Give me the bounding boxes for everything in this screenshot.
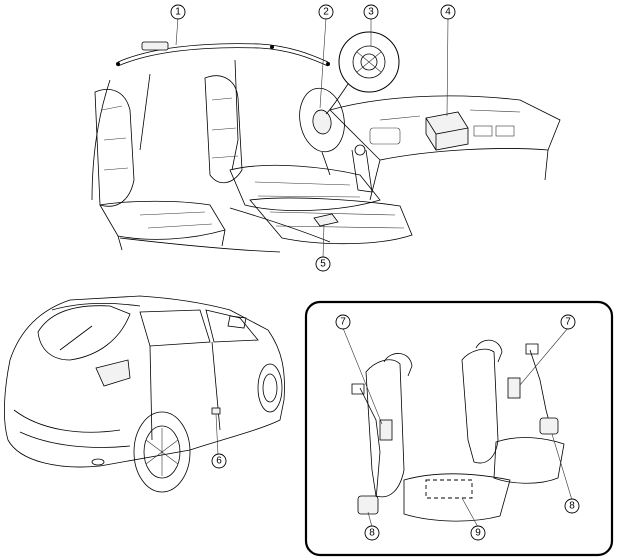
side-impact-sensor [211, 407, 221, 415]
steering-wheel [299, 87, 345, 153]
callout-6: 6 [211, 453, 227, 469]
rear-wheel [133, 411, 191, 493]
svg-text:2: 2 [323, 7, 329, 18]
seat-belt-inset-frame [304, 300, 614, 557]
right-seat-back [461, 348, 499, 464]
svg-text:4: 4 [445, 7, 451, 18]
svg-text:7: 7 [340, 317, 346, 328]
callout-3: 3 [363, 4, 379, 20]
clock-spring [352, 45, 386, 79]
dashboard [329, 95, 561, 161]
vehicle-interior-illustration [91, 31, 561, 253]
callout-5: 5 [315, 256, 331, 272]
right-seat-cushion [493, 437, 565, 484]
svg-text:8: 8 [369, 528, 375, 539]
callout-1: 1 [170, 4, 186, 20]
seat-weight-sensor-area [425, 479, 473, 499]
svg-text:1: 1 [175, 7, 181, 18]
left-pretensioner-retractor [379, 419, 393, 441]
callout-2: 2 [318, 4, 334, 20]
callout-8-right: 8 [564, 498, 580, 514]
left-seat-cushion [403, 473, 511, 522]
callout-4: 4 [440, 4, 456, 20]
left-buckle-pretensioner [357, 495, 379, 515]
driver-airbag-module [312, 109, 332, 135]
svg-text:6: 6 [216, 456, 222, 467]
car-body [3, 295, 285, 468]
vehicle-exterior-illustration [3, 295, 285, 493]
sas-control-module [425, 111, 469, 151]
svg-text:5: 5 [320, 259, 326, 270]
left-seat-belt-webbing [359, 387, 381, 501]
callout-7-left: 7 [335, 314, 351, 330]
svg-text:7: 7 [565, 317, 571, 328]
callout-9: 9 [470, 525, 486, 541]
left-seat-back [365, 359, 405, 498]
right-buckle-pretensioner [539, 417, 559, 435]
callout-8-left: 8 [364, 525, 380, 541]
right-pretensioner-retractor [507, 377, 521, 399]
curtain-airbag-rail [117, 43, 329, 63]
driver-seat-back [204, 75, 243, 184]
svg-text:8: 8 [569, 501, 575, 512]
curtain-airbag-module [141, 41, 169, 51]
driver-seat-cushion [229, 164, 381, 211]
seat-belt-inset [304, 300, 614, 557]
top-leader-lines [175, 17, 449, 259]
front-crash-sensor [313, 213, 339, 227]
svg-text:9: 9 [475, 528, 481, 539]
rear-window [37, 305, 131, 361]
front-wheel [257, 363, 283, 413]
callout-7-right: 7 [560, 314, 576, 330]
svg-text:3: 3 [368, 7, 374, 18]
